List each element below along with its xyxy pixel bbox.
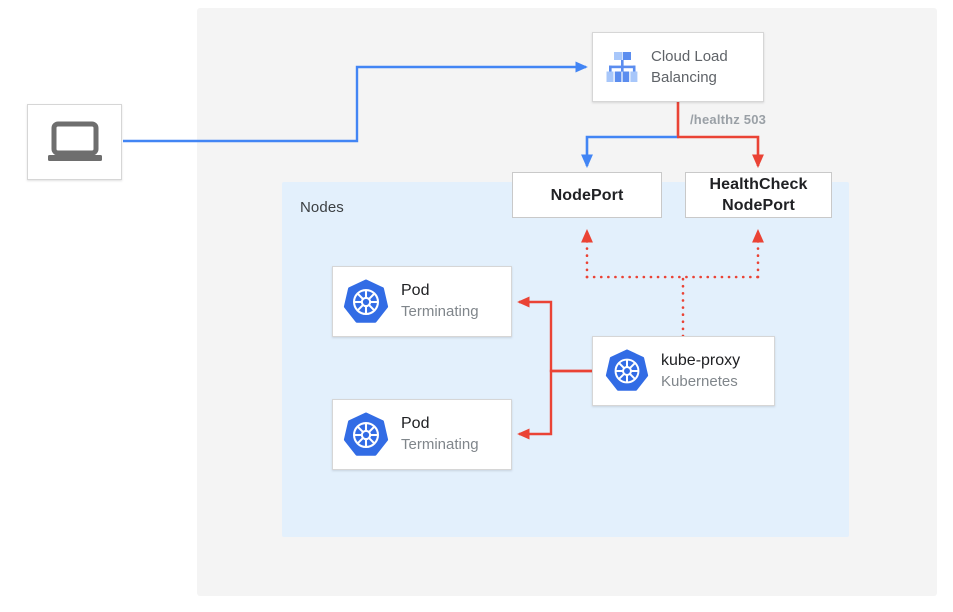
healthcheck-nodeport-box[interactable]: HealthCheck NodePort <box>685 172 832 218</box>
pod-2-title: Pod <box>401 415 430 432</box>
client-box[interactable] <box>27 104 122 180</box>
load-balancer-icon <box>606 52 638 82</box>
kube-proxy-subtitle: Kubernetes <box>661 372 738 390</box>
pod-2-subtitle: Terminating <box>401 436 479 453</box>
kube-proxy-title: kube-proxy <box>661 351 741 369</box>
pod-box-2[interactable]: Pod Terminating <box>332 399 512 470</box>
pod-1-text: Pod Terminating <box>401 281 479 322</box>
kubernetes-icon <box>605 349 649 391</box>
nodes-region-label: Nodes <box>300 199 344 216</box>
cloud-load-balancing-label: Cloud Load Balancing <box>651 46 728 88</box>
nodeport-label: NodePort <box>550 186 624 204</box>
healthz-status-label: /healthz 503 <box>690 112 767 127</box>
pod-2-text: Pod Terminating <box>401 414 479 455</box>
kube-proxy-text: kube-proxy Kubernetes <box>661 351 740 392</box>
clb-label-line2: Balancing <box>651 69 717 86</box>
laptop-icon <box>47 121 102 161</box>
pod-box-1[interactable]: Pod Terminating <box>332 266 512 337</box>
healthcheck-nodeport-line1: HealthCheck <box>709 176 808 193</box>
healthcheck-nodeport-label: HealthCheck NodePort <box>709 174 807 216</box>
clb-label-line1: Cloud Load <box>651 48 728 65</box>
kubernetes-icon <box>343 278 389 323</box>
healthcheck-nodeport-line2: NodePort <box>722 197 795 214</box>
pod-1-title: Pod <box>401 282 430 299</box>
pod-1-subtitle: Terminating <box>401 303 479 320</box>
kube-proxy-box[interactable]: kube-proxy Kubernetes <box>592 336 775 406</box>
cloud-load-balancing-box[interactable]: Cloud Load Balancing <box>592 32 764 102</box>
kubernetes-icon <box>343 411 389 456</box>
nodeport-box[interactable]: NodePort <box>512 172 662 218</box>
